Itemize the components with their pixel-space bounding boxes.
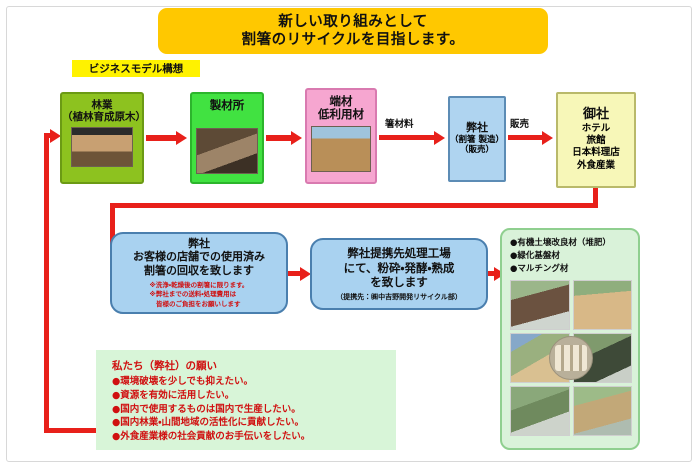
- wishes-item-0: ●環境破壊を少しでも抑えたい。: [112, 376, 254, 387]
- node-collect-notes: ※洗浄・乾燥後の割箸に限ります。 ※弊社までの送料・処理費用は 皆様のご負担をお…: [150, 281, 249, 309]
- node-forestry[interactable]: 林業 （植林育成原木）: [60, 92, 146, 184]
- title-banner: 新しい取り組みとして 割箸のリサイクルを目指します。: [158, 8, 548, 54]
- node-collect-h2: お客様の店舗での使用済み: [133, 250, 265, 264]
- node-sawmill[interactable]: 製材所: [190, 92, 264, 184]
- node-products[interactable]: ●有機土壌改良材（堆肥） ●緑化基盤材 ●マルチング材: [500, 228, 640, 450]
- connector-feedback-bottom: [44, 428, 110, 433]
- node-plant-h2: にて、粉砕・発酵・熟成: [343, 260, 455, 275]
- connector-forestry-sawmill: [146, 135, 178, 141]
- connector-return-horizontal: [110, 203, 598, 208]
- node-collect-note3: 皆様のご負担をお願いします: [149, 299, 241, 308]
- node-forestry-sub: （植林育成原木）: [62, 111, 146, 124]
- product-photo-0: [510, 280, 570, 331]
- node-client-sub2: 旅館: [586, 135, 606, 147]
- outer-frame: [6, 6, 692, 462]
- logs-photo: [71, 127, 133, 168]
- arrowhead-sawmill-offcut: [291, 131, 302, 145]
- node-collect[interactable]: 弊社 お客様の店舗での使用済み 割箸の回収を致します ※洗浄・乾燥後の割箸に限り…: [110, 232, 288, 314]
- connector-plant-products: [488, 271, 498, 276]
- node-company-sub2: （販売）: [459, 145, 494, 156]
- arrowhead-plant-products: [494, 267, 505, 281]
- node-plant-h1: 弊社提携先処理工場: [347, 245, 451, 260]
- arrowhead-company-client: [542, 131, 553, 145]
- node-offcut-line2: 低利用材: [318, 107, 364, 122]
- title-line-2: 割箸のリサイクルを目指します。: [241, 32, 465, 48]
- node-company[interactable]: 弊社 （割箸 製造） （販売）: [448, 96, 506, 182]
- node-collect-h3: 割箸の回収を致します: [144, 264, 254, 278]
- edge-label-material: 箸材料: [385, 119, 414, 130]
- node-collect-note1: ※洗浄・乾燥後の割箸に限ります。: [149, 280, 249, 289]
- sawmill-photo: [196, 128, 258, 175]
- node-client-sub3: 日本料理店: [572, 147, 620, 159]
- chopsticks-closeup-inset: [549, 336, 593, 381]
- product-item-0: ●有機土壌改良材（堆肥）: [510, 238, 611, 248]
- wishes-item-4: ●外食産業様の社会貢献のお手伝いをしたい。: [112, 431, 311, 443]
- node-forestry-label: 林業: [91, 99, 113, 111]
- section-tag: ビジネスモデル構想: [72, 60, 200, 77]
- wishes-item-2: ●国内で使用するものは国内で生産したい。: [112, 403, 301, 415]
- arrowhead-feedback-forestry: [50, 129, 61, 143]
- node-offcut-line1: 端材: [329, 94, 353, 108]
- connector-collect-plant: [288, 271, 302, 276]
- node-client[interactable]: 御社 ホテル 旅館 日本料理店 外食産業: [556, 92, 636, 188]
- wishes-item-1: ●資源を有効に活用したい。: [112, 389, 235, 401]
- node-plant-h3: を致します: [370, 275, 428, 290]
- node-client-sub1: ホテル: [581, 122, 611, 134]
- node-sawmill-label: 製材所: [209, 98, 245, 112]
- product-photo-5: [572, 386, 632, 437]
- node-offcut[interactable]: 端材 低利用材: [305, 88, 377, 184]
- node-plant[interactable]: 弊社提携先処理工場 にて、粉砕・発酵・熟成 を致します （提携先：㈱中吉野開発リ…: [310, 238, 488, 310]
- arrowhead-offcut-company: [434, 131, 445, 145]
- node-wishes: 私たち（弊社）の願い ●環境破壊を少しでも抑えたい。 ●資源を有効に活用したい。…: [96, 350, 396, 450]
- node-collect-note2: ※弊社までの送料・処理費用は: [149, 290, 237, 299]
- connector-offcut-company: [379, 135, 435, 140]
- product-photo-grid: [510, 280, 632, 437]
- connector-company-client: [508, 135, 544, 140]
- product-item-2: ●マルチング材: [510, 263, 569, 274]
- node-company-label: 弊社: [466, 121, 488, 135]
- product-item-1: ●緑化基盤材: [510, 250, 560, 261]
- node-client-label: 御社: [582, 106, 609, 122]
- product-photo-4: [510, 386, 570, 437]
- node-collect-h1: 弊社: [188, 236, 210, 250]
- wishes-item-3: ●国内林業・山間地域の活性化に貢献したい。: [112, 417, 305, 429]
- edge-label-sales: 販売: [510, 119, 530, 130]
- product-photo-1: [572, 280, 632, 331]
- arrowhead-collect-plant: [300, 267, 311, 281]
- node-company-sub1: （割箸 製造）: [450, 134, 504, 145]
- arrowhead-forestry-sawmill: [176, 131, 187, 145]
- connector-sawmill-offcut: [266, 135, 292, 141]
- node-plant-note: （提携先：㈱中吉野開発リサイクル部）: [336, 293, 462, 302]
- title-line-1: 新しい取り組みとして: [278, 13, 428, 30]
- node-client-sub4: 外食産業: [576, 159, 615, 171]
- connector-client-down: [593, 188, 598, 208]
- offcut-photo: [311, 126, 371, 173]
- connector-feedback-vertical: [44, 133, 49, 433]
- wishes-heading: 私たち（弊社）の願い: [112, 360, 217, 372]
